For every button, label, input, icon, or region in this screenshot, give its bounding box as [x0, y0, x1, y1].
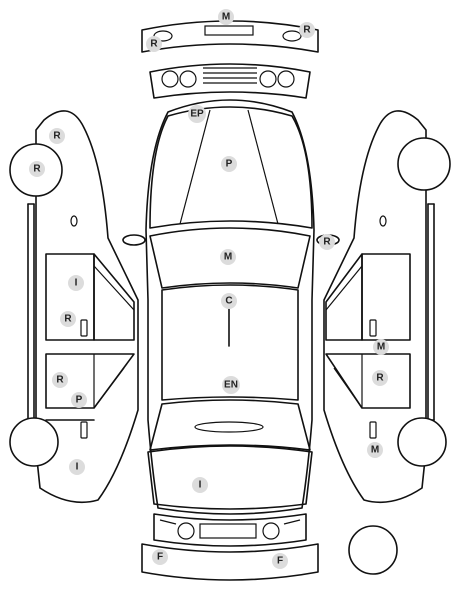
marker-label: R	[150, 39, 158, 50]
front-bumper[interactable]	[141, 20, 319, 53]
marker-windshield-m[interactable]: M	[220, 249, 236, 265]
spare-tire[interactable]	[348, 525, 398, 575]
marker-label: I	[199, 480, 202, 491]
marker-left-front-wheel-r[interactable]: R	[29, 161, 45, 177]
marker-label: M	[224, 252, 232, 263]
front-grille[interactable]	[149, 63, 311, 99]
marker-roof-en[interactable]: EN	[222, 376, 240, 394]
marker-label: EP	[190, 109, 204, 120]
marker-right-mirror-r[interactable]: R	[319, 234, 335, 250]
marker-right-door-m-lower[interactable]: M	[367, 442, 383, 458]
marker-label: R	[53, 131, 61, 142]
marker-rear-bumper-f-left[interactable]: F	[152, 549, 168, 565]
hood[interactable]	[149, 106, 313, 229]
marker-front-bumper-r-left[interactable]: R	[146, 36, 162, 52]
marker-label: R	[56, 375, 64, 386]
marker-label: M	[371, 445, 379, 456]
rear-window[interactable]	[149, 399, 311, 451]
marker-label: R	[376, 373, 384, 384]
marker-hood-ep[interactable]: EP	[188, 105, 206, 123]
marker-label: F	[277, 556, 283, 567]
marker-label: I	[76, 462, 79, 473]
marker-label: I	[75, 278, 78, 289]
windshield[interactable]	[149, 227, 311, 289]
trunk[interactable]	[147, 445, 313, 510]
marker-left-front-door-i[interactable]: I	[68, 275, 84, 291]
marker-left-rear-door-p[interactable]: P	[71, 392, 87, 408]
marker-label: R	[64, 314, 72, 325]
marker-left-rear-wheel-i[interactable]: I	[69, 459, 85, 475]
marker-left-rear-door-r[interactable]: R	[52, 372, 68, 388]
rear-bumper[interactable]	[141, 543, 319, 581]
left-side-panel[interactable]	[27, 110, 139, 504]
marker-label: F	[157, 552, 163, 563]
marker-right-door-m-upper[interactable]: M	[373, 339, 389, 355]
right-rear-wheel[interactable]	[397, 417, 447, 467]
marker-right-door-r[interactable]: R	[372, 370, 388, 386]
marker-label: M	[222, 12, 230, 23]
marker-label: C	[225, 296, 232, 307]
marker-front-bumper-r-right[interactable]: R	[299, 22, 315, 38]
marker-left-front-door-r[interactable]: R	[60, 311, 76, 327]
marker-roof-c[interactable]: C	[221, 293, 237, 309]
marker-left-mirror-r[interactable]: R	[49, 128, 65, 144]
marker-label: R	[303, 25, 311, 36]
right-front-wheel[interactable]	[397, 137, 451, 191]
marker-label: P	[226, 159, 233, 170]
marker-label: M	[377, 342, 385, 353]
rear-grille[interactable]	[153, 513, 307, 547]
marker-hood-p[interactable]: P	[221, 156, 237, 172]
marker-label: R	[323, 237, 331, 248]
marker-front-bumper-m[interactable]: M	[218, 9, 234, 25]
marker-rear-bumper-f-right[interactable]: F	[272, 553, 288, 569]
marker-label: R	[33, 164, 41, 175]
right-side-panel[interactable]	[323, 110, 435, 504]
left-rear-wheel[interactable]	[9, 417, 59, 467]
marker-label: P	[76, 395, 83, 406]
marker-trunk-i[interactable]: I	[192, 477, 208, 493]
marker-label: EN	[224, 380, 238, 391]
